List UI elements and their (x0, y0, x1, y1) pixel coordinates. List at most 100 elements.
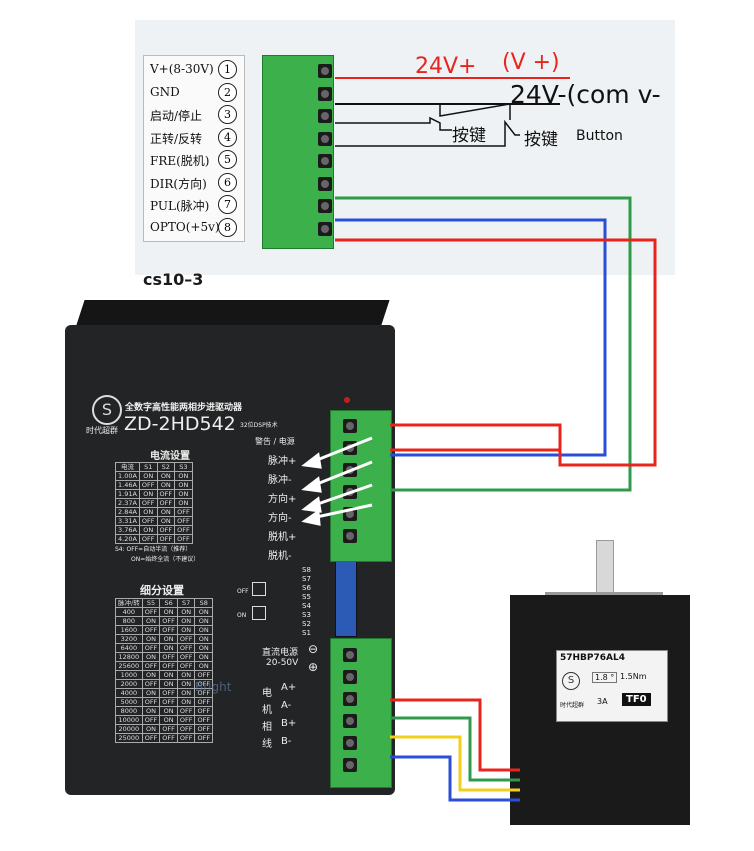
table-cell: 2.37A (115, 498, 140, 508)
alarm-power-label: 警告 / 电源 (255, 437, 295, 446)
wire-phase-b-plus-yellow (390, 735, 520, 792)
pin-number: 5 (218, 150, 237, 169)
dip-label: S3 (302, 611, 311, 619)
table-cell: 1000 (115, 670, 143, 680)
power-plus-symbol: ⊕ (308, 660, 319, 674)
driver-power-terminal-block (330, 638, 392, 788)
dip-switch-bank (335, 555, 357, 637)
table-cell: OFF (176, 652, 196, 662)
motor-torque: 1.5Nm (620, 672, 647, 681)
motor-model: 57HBP76AL4 (560, 653, 625, 663)
table-cell: OFF (138, 534, 158, 544)
pin-number: 3 (218, 105, 237, 124)
s4-note-2: ON=始终全流（不建议） (131, 556, 200, 563)
table-cell: ON (159, 634, 178, 644)
signal-label: 脱机+ (268, 532, 297, 543)
pin-number: 7 (218, 195, 237, 214)
table-cell: OFF (194, 733, 214, 743)
table-cell: OFF (176, 643, 196, 653)
table-cell: ON (141, 724, 161, 734)
table-cell: ON (176, 679, 196, 689)
pin-number: 6 (218, 172, 237, 192)
pin-label: OPTO(+5v) (150, 219, 220, 234)
dip-label: S4 (302, 602, 311, 610)
table-cell: 4.20A (115, 534, 140, 544)
table-cell: OFF (159, 697, 178, 707)
table-cell: OFF (141, 733, 161, 743)
table-cell: 3200 (115, 634, 143, 644)
power-negative-label: 24V-(com v- (510, 80, 661, 109)
table-cell: ON (194, 607, 214, 617)
table-cell: 25600 (115, 661, 143, 671)
terminal-screw (318, 64, 332, 78)
table-cell: OFF (159, 661, 178, 671)
table-cell: ON (156, 471, 176, 481)
pin-label: 正转/反转 (150, 131, 203, 146)
table-cell: ON (194, 652, 214, 662)
table-cell: OFF (176, 706, 196, 716)
signal-label: 脉冲+ (268, 456, 297, 467)
current-settings-title: 电流设置 (150, 451, 190, 462)
terminal-screw (343, 692, 357, 706)
table-header-cell: S6 (159, 598, 178, 608)
wire-phase-b-minus-blue (390, 755, 520, 802)
driver-model-sub: 32位DSP技术 (240, 422, 278, 429)
pin-number: 4 (218, 127, 237, 147)
table-cell: OFF (156, 534, 176, 544)
table-cell: ON (174, 471, 193, 481)
power-positive-label: 24V+ (415, 54, 477, 79)
motor-vertical-char: 线 (262, 739, 272, 750)
table-cell: OFF (156, 525, 176, 535)
table-header-cell: S2 (156, 462, 176, 472)
table-cell: ON (174, 498, 193, 508)
table-cell: OFF (138, 498, 158, 508)
table-header-cell: S8 (194, 598, 214, 608)
table-cell: ON (159, 706, 178, 716)
table-cell: ON (176, 670, 196, 680)
table-cell: ON (176, 688, 196, 698)
table-header-cell: S7 (176, 598, 196, 608)
motor-shaft (596, 540, 614, 600)
table-header-cell: S1 (138, 462, 158, 472)
table-cell: ON (176, 616, 196, 626)
table-cell: OFF (159, 652, 178, 662)
table-cell: OFF (159, 616, 178, 626)
pin-number: 8 (218, 217, 237, 237)
button-en-label: Button (576, 128, 623, 144)
phase-label: B- (281, 736, 292, 747)
motor-current: 3A (597, 697, 608, 706)
table-cell: 25000 (115, 733, 143, 743)
table-cell: 1600 (115, 625, 143, 635)
dip-on-label: ON (237, 612, 247, 619)
button1-label: 按键 (452, 126, 486, 146)
table-cell: 400 (115, 607, 143, 617)
driver-model: ZD-2HD542 (124, 413, 236, 435)
power-minus-symbol: ⊖ (308, 642, 319, 656)
motor-vertical-char: 机 (262, 705, 272, 716)
table-cell: ON (156, 516, 176, 526)
table-cell: OFF (176, 634, 196, 644)
table-cell: 2.84A (115, 507, 140, 517)
table-cell: OFF (176, 733, 196, 743)
table-cell: OFF (194, 715, 214, 725)
terminal-screw (318, 109, 332, 123)
table-cell: ON (138, 507, 158, 517)
table-cell: ON (156, 480, 176, 490)
dip-label: S7 (302, 575, 311, 583)
